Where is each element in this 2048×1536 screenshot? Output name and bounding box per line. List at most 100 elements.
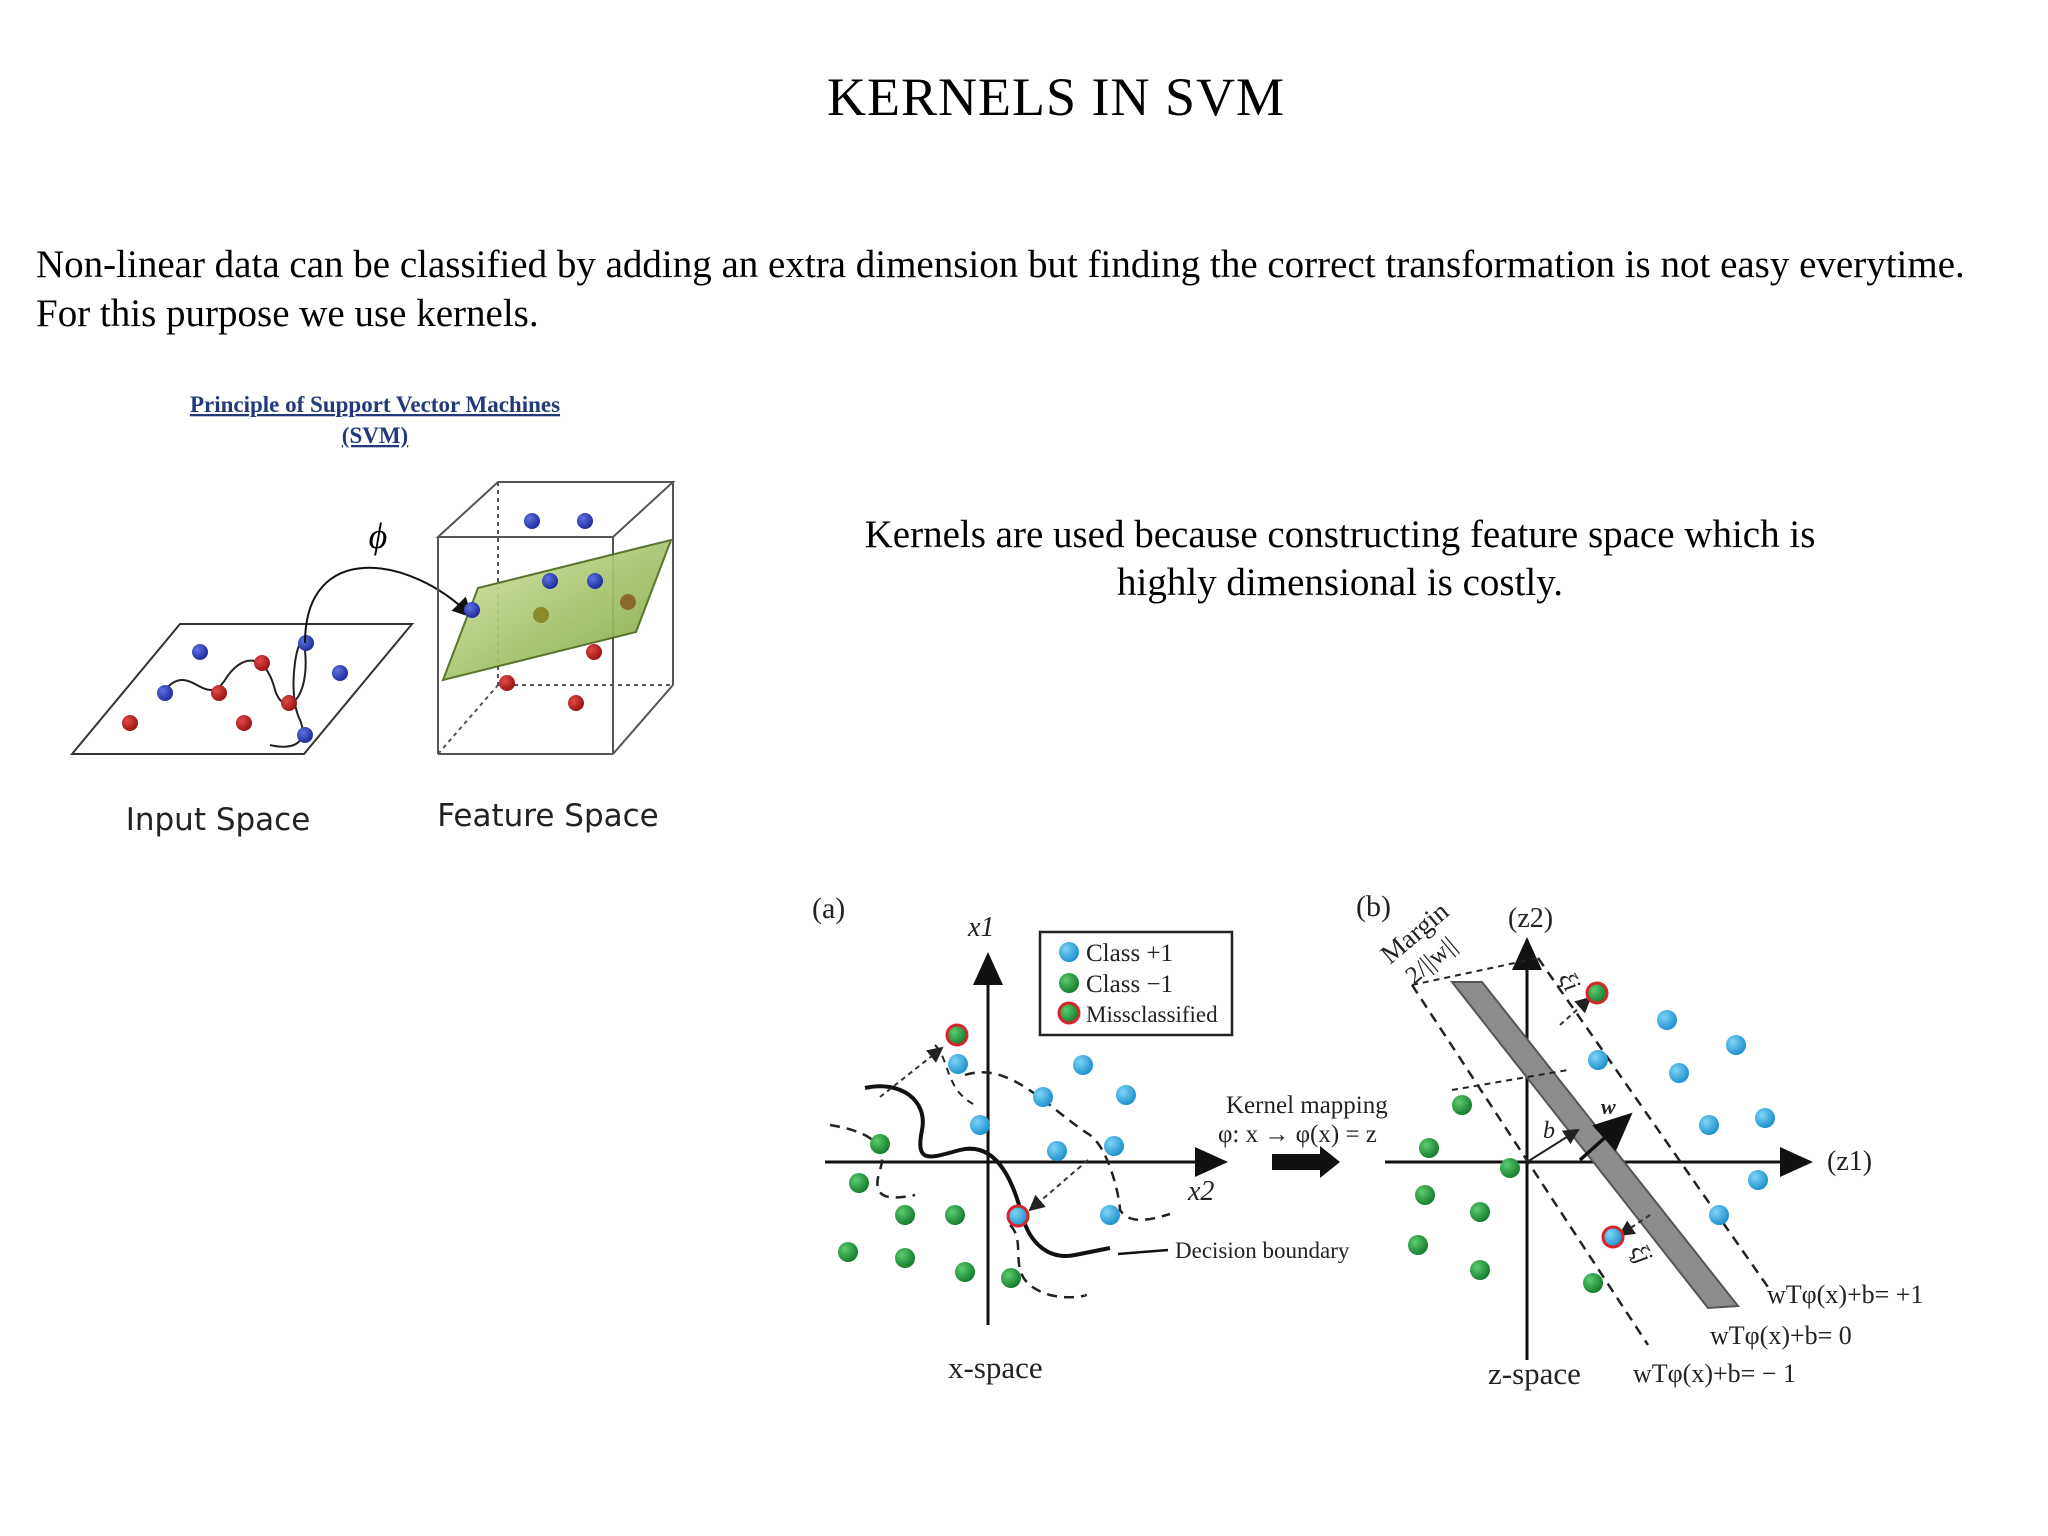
blue-point	[542, 573, 558, 589]
blue-point	[464, 602, 480, 618]
figure2-legend: Class +1 Class −1 Missclassified	[1038, 930, 1234, 1037]
red-point	[568, 695, 584, 711]
z1-axis-label: (z1)	[1827, 1146, 1872, 1177]
blue-point	[524, 513, 540, 529]
kernel-mapping-formula: φ: x → φ(x) = z	[1218, 1121, 1377, 1148]
blue-point	[577, 513, 593, 529]
red-point	[281, 695, 297, 711]
misclassified-point	[1006, 1204, 1030, 1228]
blue-point	[297, 727, 313, 743]
red-point	[122, 715, 138, 731]
misclassified-point	[1601, 1225, 1625, 1249]
feature-space-points	[464, 513, 636, 711]
decision-boundary-label: Decision boundary	[1175, 1238, 1350, 1263]
class-pos-point	[1669, 1063, 1689, 1083]
margin-width-indicator	[1451, 1069, 1569, 1091]
class-neg-point	[849, 1173, 869, 1193]
panel-b-label: (b)	[1356, 890, 1391, 923]
class-pos-point	[1699, 1115, 1719, 1135]
figure1-title-line2: (SVM)	[342, 423, 408, 448]
class-neg-point	[1470, 1260, 1490, 1280]
w-vector-label: w	[1601, 1094, 1616, 1119]
equation-zero: wTφ(x)+b= 0	[1710, 1321, 1852, 1350]
input-space-plane	[69, 623, 415, 755]
xspace-points	[838, 1023, 1136, 1288]
class-neg-point	[1583, 1273, 1603, 1293]
class-pos-point	[1588, 1050, 1608, 1070]
slack-arrow	[1559, 996, 1592, 1026]
b-offset-arrow	[1526, 1128, 1580, 1163]
misclassified-point	[1585, 981, 1609, 1005]
input-space-points	[122, 635, 348, 743]
phi-mapping-arrow	[304, 566, 473, 644]
x-space-label: x-space	[948, 1350, 1043, 1385]
equation-minus-one: wTφ(x)+b= − 1	[1633, 1359, 1796, 1388]
blue-point	[587, 573, 603, 589]
margin-line	[1009, 1224, 1088, 1299]
intro-line-1: Non-linear data can be classified by add…	[36, 243, 1965, 286]
legend-class-pos: Class +1	[1086, 940, 1173, 967]
b-offset-label: b	[1543, 1118, 1555, 1144]
legend-class-pos-marker	[1059, 942, 1079, 962]
figure1-title-line1: Principle of Support Vector Machines	[190, 392, 560, 417]
class-neg-point	[955, 1262, 975, 1282]
equation-plus-one: wTφ(x)+b= +1	[1767, 1280, 1923, 1309]
margin-boundary-minus	[1410, 984, 1650, 1346]
decision-boundary-pointer	[1117, 1248, 1169, 1256]
class-neg-point	[838, 1242, 858, 1262]
slack-arrow	[1028, 1159, 1089, 1212]
slide-title: KERNELS IN SVM	[826, 67, 1286, 127]
red-point	[236, 715, 252, 731]
class-neg-point	[945, 1205, 965, 1225]
class-neg-point	[1408, 1235, 1428, 1255]
class-pos-point	[1100, 1205, 1120, 1225]
class-pos-point	[970, 1115, 990, 1135]
kernel-mapping-label: Kernel mapping	[1226, 1092, 1388, 1119]
class-neg-point	[895, 1205, 915, 1225]
x1-axis-label: x1	[967, 912, 994, 943]
z-space-label: z-space	[1488, 1356, 1581, 1391]
x2-axis-label: x2	[1187, 1176, 1214, 1207]
w-vector-arrow	[1578, 1112, 1633, 1162]
z2-axis-label: (z2)	[1508, 903, 1553, 934]
class-pos-point	[1104, 1136, 1124, 1156]
misclassified-point	[945, 1023, 969, 1047]
legend-misclassified: Missclassified	[1086, 1002, 1218, 1027]
panel-a-label: (a)	[812, 892, 845, 925]
legend-class-neg-marker	[1059, 973, 1079, 993]
feature-space-label: Feature Space	[437, 798, 658, 834]
legend-misclassified-marker	[1057, 1001, 1081, 1025]
margin-line	[964, 1071, 1171, 1222]
xi-j-label: ξj	[1625, 1240, 1657, 1269]
class-neg-point	[1419, 1138, 1439, 1158]
class-pos-point	[1657, 1010, 1677, 1030]
red-point	[499, 675, 515, 691]
class-pos-point	[1755, 1108, 1775, 1128]
blue-point	[332, 665, 348, 681]
slack-arrow	[1618, 1214, 1651, 1237]
class-neg-point	[1470, 1202, 1490, 1222]
red-point	[533, 607, 549, 623]
intro-line-2: For this purpose we use kernels.	[36, 292, 539, 335]
margin-line	[829, 1123, 916, 1199]
class-pos-point	[1726, 1035, 1746, 1055]
kernel-mapping-arrow	[1272, 1146, 1340, 1178]
decision-boundary	[864, 1084, 1111, 1258]
class-pos-point	[1116, 1085, 1136, 1105]
class-neg-point	[1452, 1095, 1472, 1115]
slack-arrow	[879, 1046, 944, 1098]
legend-class-neg: Class −1	[1086, 971, 1173, 998]
class-pos-point	[1047, 1141, 1067, 1161]
xi-i-label: ξi	[1553, 968, 1585, 997]
red-point	[620, 594, 636, 610]
red-point	[254, 655, 270, 671]
class-pos-point	[1033, 1087, 1053, 1107]
zspace-points	[1408, 981, 1775, 1293]
blue-point	[192, 644, 208, 660]
class-neg-point	[895, 1248, 915, 1268]
intro-paragraph: Non-linear data can be classified by add…	[36, 240, 2036, 338]
class-neg-point	[1001, 1268, 1021, 1288]
class-neg-point	[1500, 1158, 1520, 1178]
